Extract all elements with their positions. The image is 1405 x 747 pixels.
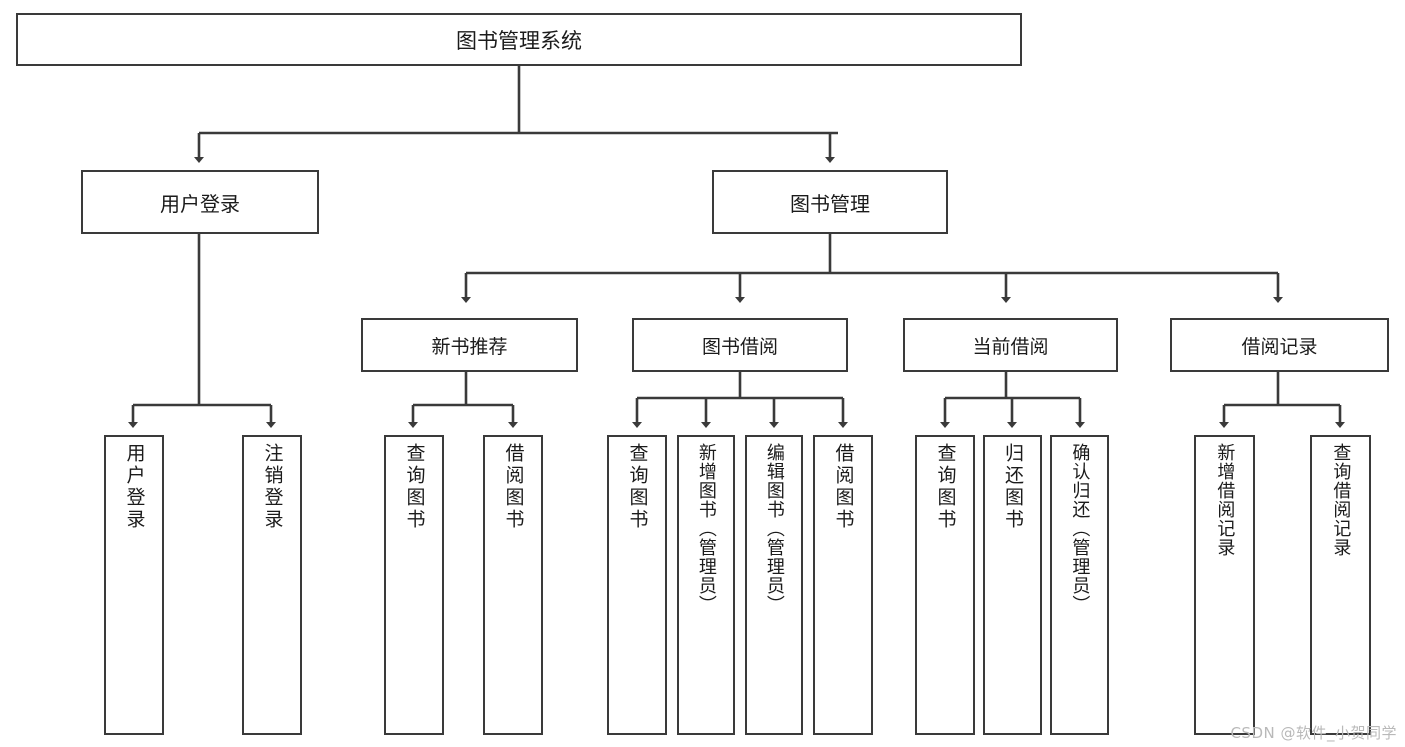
node-book-management-label: 图书管理 [790,191,870,216]
leaf-query-book-borrow-label: 查询图书 [626,443,649,531]
leaf-confirm-return-admin-label: 确认归还（管理员） [1069,443,1091,614]
node-book-borrow[interactable]: 图书借阅 [632,318,848,372]
leaf-query-book-recommend-label: 查询图书 [403,443,426,531]
node-current-borrow[interactable]: 当前借阅 [903,318,1118,372]
leaf-add-book-admin[interactable]: 新增图书（管理员） [677,435,735,735]
node-borrow-record-label: 借阅记录 [1241,335,1318,358]
node-new-book-recommend-label: 新书推荐 [431,335,508,358]
leaf-query-borrow-record-label: 查询借阅记录 [1330,443,1352,557]
leaf-query-book-current[interactable]: 查询图书 [915,435,975,735]
leaf-logout-label: 注销登录 [261,443,284,531]
leaf-borrow-book-recommend[interactable]: 借阅图书 [483,435,543,735]
leaf-borrow-book-label: 借阅图书 [832,443,855,531]
leaf-return-book-label: 归还图书 [1002,443,1025,531]
node-root[interactable]: 图书管理系统 [16,13,1022,66]
leaf-return-book[interactable]: 归还图书 [983,435,1042,735]
leaf-query-book-borrow[interactable]: 查询图书 [607,435,667,735]
leaf-user-login-label: 用户登录 [123,443,146,531]
node-book-borrow-label: 图书借阅 [701,335,778,358]
node-new-book-recommend[interactable]: 新书推荐 [361,318,578,372]
leaf-add-borrow-record-label: 新增借阅记录 [1214,443,1236,557]
node-user-login[interactable]: 用户登录 [81,170,319,234]
leaf-edit-book-admin-label: 编辑图书（管理员） [763,443,785,614]
leaf-borrow-book[interactable]: 借阅图书 [813,435,873,735]
node-borrow-record[interactable]: 借阅记录 [1170,318,1389,372]
leaf-add-book-admin-label: 新增图书（管理员） [695,443,717,614]
leaf-query-book-current-label: 查询图书 [934,443,957,531]
leaf-confirm-return-admin[interactable]: 确认归还（管理员） [1050,435,1109,735]
leaf-borrow-book-recommend-label: 借阅图书 [502,443,525,531]
node-root-label: 图书管理系统 [456,28,582,53]
leaf-query-borrow-record[interactable]: 查询借阅记录 [1310,435,1371,735]
leaf-logout[interactable]: 注销登录 [242,435,302,735]
node-user-login-label: 用户登录 [160,191,240,216]
leaf-edit-book-admin[interactable]: 编辑图书（管理员） [745,435,803,735]
leaf-add-borrow-record[interactable]: 新增借阅记录 [1194,435,1255,735]
node-current-borrow-label: 当前借阅 [972,335,1049,358]
leaf-query-book-recommend[interactable]: 查询图书 [384,435,444,735]
leaf-user-login[interactable]: 用户登录 [104,435,164,735]
node-book-management[interactable]: 图书管理 [712,170,948,234]
